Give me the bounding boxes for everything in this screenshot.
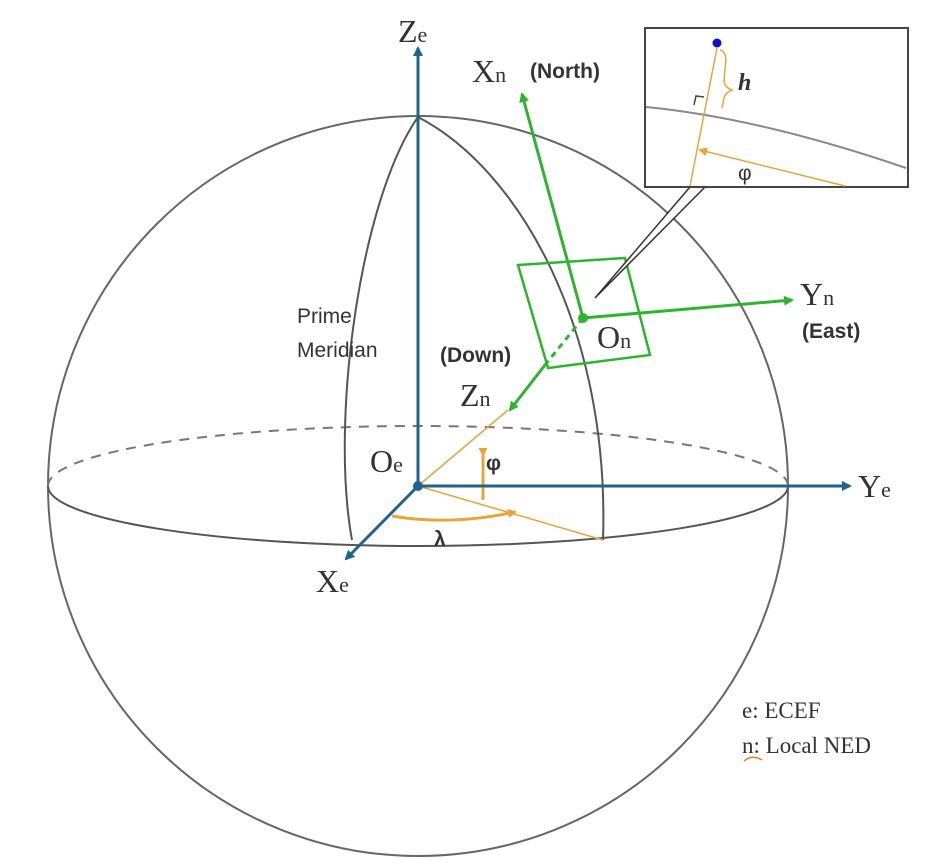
legend-ned: n: Local NED: [742, 733, 871, 758]
inset-radius: [698, 147, 846, 187]
point-marker: [712, 38, 722, 48]
xn-axis: [519, 92, 585, 319]
prime-meridian: [343, 116, 419, 541]
radius-line: [417, 409, 509, 487]
longitude-arc: [391, 509, 517, 522]
prime-meridian-label-2: Meridian: [297, 339, 378, 362]
local-meridian: [417, 116, 605, 541]
tangent-plane: [516, 256, 652, 370]
on-label: On: [597, 319, 631, 355]
legend-underline-mark: [743, 756, 763, 762]
zn-axis: [508, 364, 547, 412]
prime-meridian-label-1: Prime: [297, 305, 352, 328]
equator-front: [47, 485, 789, 547]
zn-axis-hidden: [543, 317, 585, 366]
longitude-label: λ: [434, 528, 446, 551]
oe-origin: [413, 481, 423, 491]
on-origin: [578, 313, 588, 323]
inset-height-label: h: [738, 70, 751, 96]
inset-right-angle: [693, 95, 705, 106]
yn-east-note: (East): [802, 320, 860, 343]
oe-label: Oe: [370, 443, 403, 479]
xe-label: Xe: [316, 563, 349, 599]
inset-box: [644, 27, 909, 188]
callout-pointer: [594, 186, 707, 299]
inset-latitude-label: φ: [738, 162, 752, 185]
legend-ecef: e: ECEF: [742, 698, 821, 723]
height-brace: [719, 49, 735, 109]
yn-axis: [582, 295, 794, 320]
latitude-label: φ: [486, 452, 501, 475]
xe-axis: [344, 484, 420, 561]
yn-label: Yn: [800, 276, 834, 312]
zn-down-note: (Down): [440, 344, 511, 367]
xn-north-note: (North): [530, 60, 600, 83]
ye-label: Ye: [858, 468, 891, 504]
inset-normal: [689, 47, 718, 187]
inset-surface: [645, 106, 907, 169]
ze-label: Ze: [398, 13, 427, 49]
xn-label: Xn: [472, 53, 506, 89]
zn-label: Zn: [460, 377, 491, 413]
